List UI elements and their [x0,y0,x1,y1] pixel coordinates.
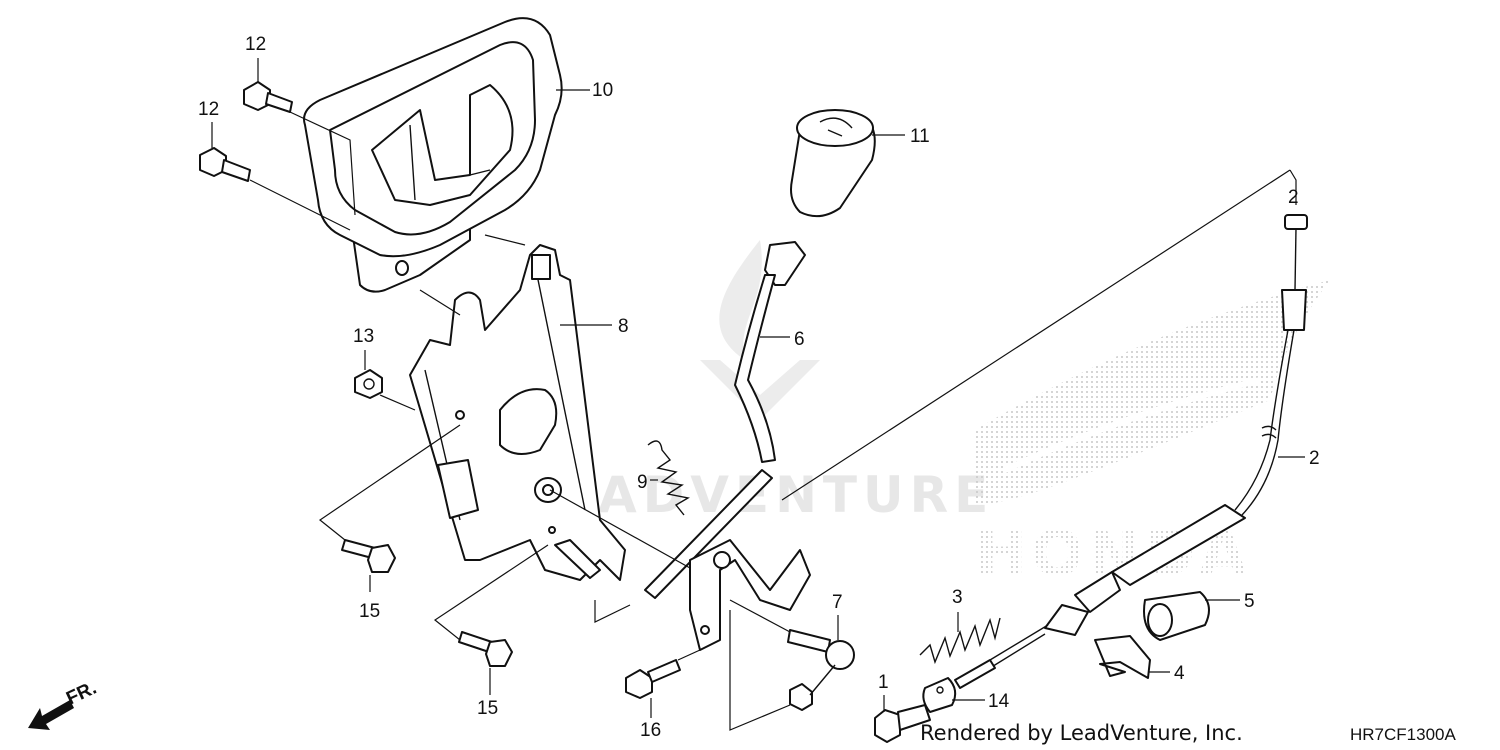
part-4-clip [1094,635,1151,679]
callout-1: 1 [878,672,889,693]
honda-wing-logo: HONDA [975,280,1330,590]
callout-7: 7 [832,592,843,613]
callout-11: 11 [910,126,930,147]
callout-10: 10 [592,80,613,101]
callout-12-lower: 12 [198,99,219,120]
part-3-spring [919,617,1001,665]
callout-16: 16 [640,720,661,741]
part-2-shift-cable [954,214,1308,689]
callout-8: 8 [618,316,629,337]
part-15-bolt-lower [458,631,513,667]
part-7-joint-bolt [787,629,855,711]
part-14-sleeve [922,677,957,713]
front-arrow-icon [28,700,74,730]
callout-3: 3 [952,587,963,608]
part-9-spring [647,440,690,516]
part-1-pin [874,704,931,743]
part-13-nut [354,369,383,399]
part-10-shift-gate-cover [303,17,563,293]
callout-13: 13 [353,326,374,347]
callout-5: 5 [1244,591,1255,612]
callout-14: 14 [988,691,1010,712]
part-12-bolt-lower [199,147,251,182]
callout-6: 6 [794,329,805,350]
callout-2-upper: 2 [1288,187,1299,208]
part-12-bolt-upper [243,81,293,113]
front-direction-indicator: FR. [28,678,100,730]
callout-2-lower: 2 [1309,448,1320,469]
part-6-shift-lever [644,241,811,651]
callout-9: 9 [637,472,648,493]
diagram-code: HR7CF1300A [1350,725,1456,744]
part-15-bolt-upper [341,539,396,573]
part-5-cable-holder [1143,591,1210,641]
callout-15-lower: 15 [477,698,498,719]
callout-labels: 12 12 10 11 8 6 13 9 2 2 3 5 4 7 1 14 15… [198,34,1320,741]
callout-4: 4 [1174,663,1185,684]
part-8-bracket-plate [409,244,626,581]
leader-lines [211,58,1305,731]
callout-12-upper: 12 [245,34,266,55]
part-11-shift-knob [790,109,876,218]
render-credit: Rendered by LeadVenture, Inc. [920,721,1243,745]
callout-15-upper: 15 [359,601,380,622]
part-16-bolt [625,659,681,699]
